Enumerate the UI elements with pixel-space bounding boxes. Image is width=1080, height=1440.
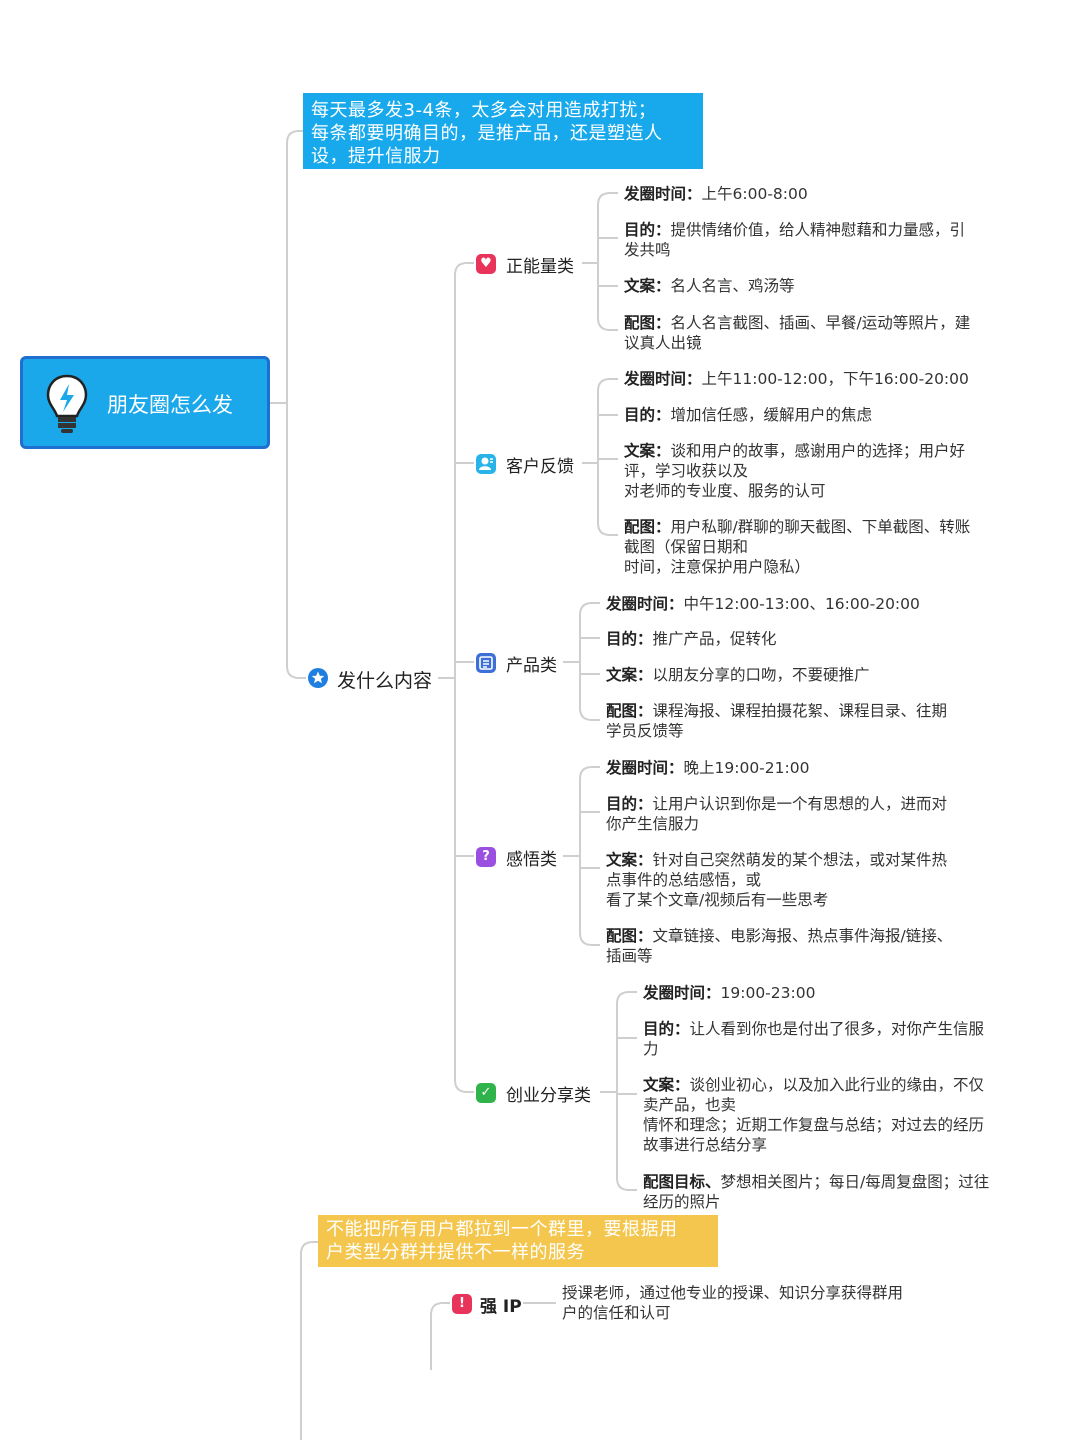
leaf-item: 文案：以朋友分享的口吻，不要硬推广: [606, 666, 870, 684]
exclamation-icon: !: [452, 1294, 472, 1314]
strong-ip-label: 强 IP: [480, 1297, 522, 1317]
leaf-item: 文案：谈创业初心，以及加入此行业的缘由，不仅卖产品，也卖情怀和理念；近期工作复盘…: [643, 1076, 985, 1154]
leaf-item: 发圈时间：晚上19:00-21:00: [606, 759, 810, 777]
note-top: 每天最多发3-4条，太多会对用造成打扰； 每条都要明确目的，是推产品，还是塑造人…: [303, 93, 703, 169]
checkmark-icon: ✓: [476, 1083, 496, 1103]
leaf-item: 文案：针对自己突然萌发的某个想法，或对某件热点事件的总结感悟，或看了某个文章/视…: [606, 851, 948, 909]
star-badge-icon: [308, 668, 328, 688]
note-top-line: 每天最多发3-4条，太多会对用造成打扰；: [311, 100, 657, 121]
category-label: 创业分享类: [506, 1086, 591, 1106]
note-bottom: 不能把所有用户都拉到一个群里，要根据用 户类型分群并提供不一样的服务: [318, 1215, 718, 1267]
category-label: 感悟类: [506, 850, 557, 870]
leaf-item: 发圈时间：上午11:00-12:00，下午16:00-20:00: [624, 370, 969, 388]
note-top-line: 每条都要明确目的，是推产品，还是塑造人: [311, 123, 663, 144]
leaf-item: 发圈时间：19:00-23:00: [643, 984, 816, 1002]
leaf-item: 配图：名人名言截图、插画、早餐/运动等照片，建议真人出镜: [624, 314, 971, 352]
leaf-item: 目的：推广产品，促转化: [606, 630, 777, 648]
leaf-item: 配图：课程海报、课程拍摄花絮、课程目录、往期学员反馈等: [606, 702, 948, 740]
category-label: 客户反馈: [506, 457, 574, 477]
question-bubble-icon: ?: [476, 847, 496, 867]
note-bottom-line: 户类型分群并提供不一样的服务: [326, 1242, 585, 1263]
leaf-item: 配图：用户私聊/群聊的聊天截图、下单截图、转账截图（保留日期和时间，注意保护用户…: [624, 518, 971, 576]
leaf-item: 配图：文章链接、电影海报、热点事件海报/链接、插画等: [606, 927, 953, 965]
note-top-line: 设，提升信服力: [311, 146, 441, 167]
leaf-item: 发圈时间：上午6:00-8:00: [624, 185, 808, 203]
leaf-item: 发圈时间：中午12:00-13:00、16:00-20:00: [606, 595, 920, 613]
heart-icon: ♥: [476, 254, 496, 274]
category-label: 正能量类: [506, 257, 574, 277]
root-node[interactable]: 朋友圈怎么发: [20, 356, 270, 449]
leaf-item: 目的：让用户认识到你是一个有思想的人，进而对你产生信服力: [606, 795, 948, 833]
leaf-item: 文案：谈和用户的故事，感谢用户的选择；用户好评，学习收获以及对老师的专业度、服务…: [624, 442, 966, 500]
document-icon: [476, 653, 496, 673]
section-content-label: 发什么内容: [337, 670, 433, 692]
leaf-item: 配图目标、梦想相关图片；每日/每周复盘图；过往经历的照片: [643, 1173, 990, 1211]
leaf-item: 目的：增加信任感，缓解用户的焦虑: [624, 406, 873, 424]
person-icon: [476, 454, 496, 474]
lightbulb-icon: [46, 374, 88, 433]
note-bottom-line: 不能把所有用户都拉到一个群里，要根据用: [326, 1219, 678, 1240]
strong-ip-description: 授课老师，通过他专业的授课、知识分享获得群用户的信任和认可: [562, 1284, 904, 1322]
root-title: 朋友圈怎么发: [107, 393, 233, 417]
leaf-item: 目的：让人看到你也是付出了很多，对你产生信服力: [643, 1020, 985, 1058]
leaf-item: 目的：提供情绪价值，给人精神慰藉和力量感，引发共鸣: [624, 221, 966, 259]
leaf-item: 文案：名人名言、鸡汤等: [624, 277, 795, 295]
category-label: 产品类: [506, 656, 557, 676]
